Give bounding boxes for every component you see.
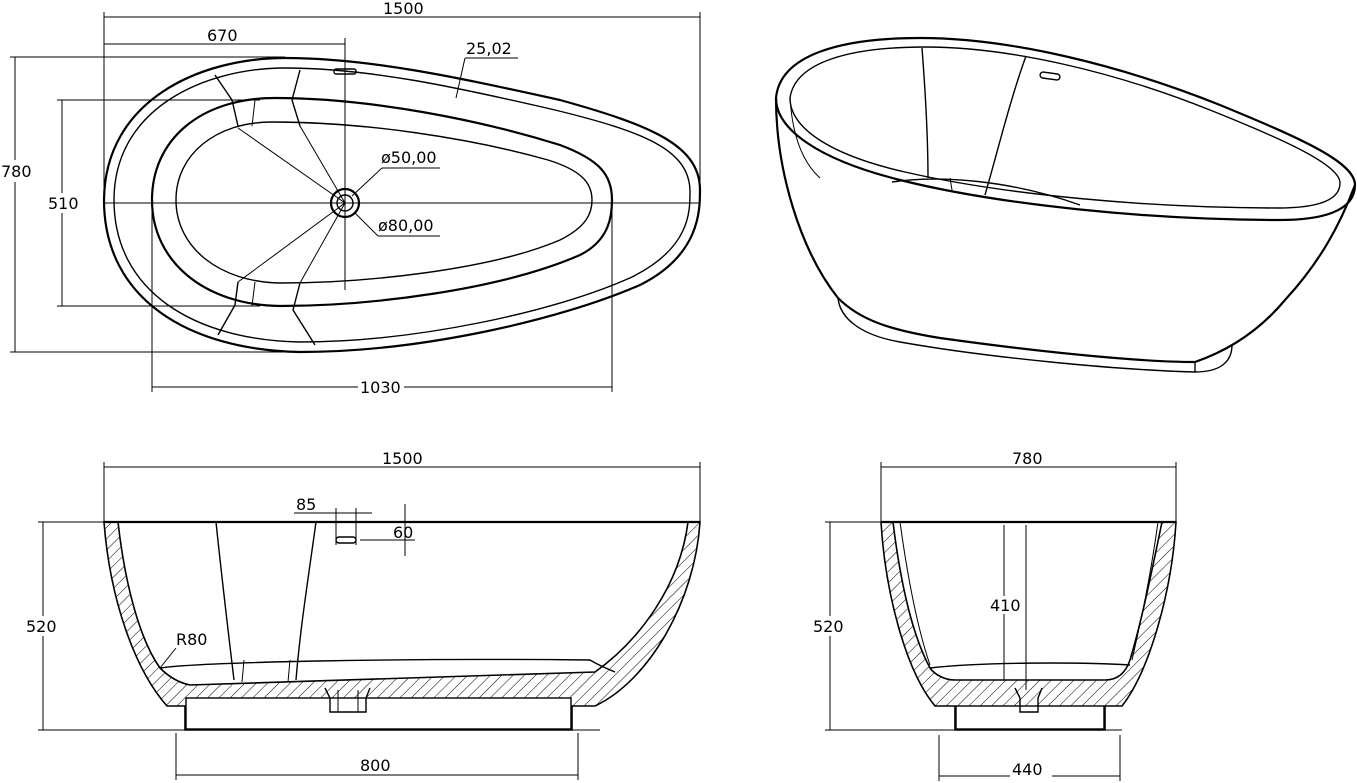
leader-line (455, 57, 466, 99)
top-view-basin-floor (175, 121, 593, 284)
label-mask (0, 160, 32, 182)
perspective-floor (949, 177, 953, 191)
top-view-radial-line (237, 127, 346, 204)
dim-top-inner-length: 1030 (360, 378, 401, 397)
dim-side-base: 800 (360, 756, 391, 775)
end-inner-wall (1131, 521, 1159, 661)
side-section-view: 1500 85 60 520 R80 800 (25, 449, 701, 780)
dim-drain-offset: 670 (207, 26, 238, 45)
dim-side-length: 1500 (382, 449, 423, 468)
side-base-cavity (185, 697, 572, 730)
top-view-panel-line (291, 69, 301, 127)
top-view-panel-line (251, 99, 256, 127)
side-panel-line (215, 521, 235, 681)
dim-end-base: 440 (1012, 760, 1043, 779)
end-inner-wall (899, 521, 931, 666)
end-section-wall (880, 521, 1177, 731)
perspective-panel-line (984, 55, 1027, 196)
leader-line (351, 167, 383, 197)
side-panel-line (287, 659, 291, 683)
top-view-basin-edge (150, 96, 614, 308)
dim-top-length: 1500 (383, 0, 424, 18)
perspective-view (774, 36, 1357, 373)
dim-overflow-height: 60 (393, 523, 413, 542)
perspective-outer-body (774, 97, 1357, 364)
perspective-overflow (1039, 71, 1061, 81)
dim-end-width: 780 (1012, 449, 1043, 468)
side-overflow (335, 536, 357, 544)
perspective-rim-outer (774, 36, 1357, 222)
top-view-panel-line (217, 281, 239, 336)
label-mask (358, 378, 404, 396)
dim-inner-radius: R80 (176, 630, 207, 649)
side-inner-floor (159, 658, 616, 673)
top-view-radial-line (299, 202, 346, 284)
top-view-outer-rim (102, 56, 702, 354)
dim-top-width: 780 (1, 162, 32, 181)
dim-end-depth: 410 (990, 596, 1021, 615)
top-view-panel-line (292, 282, 316, 346)
side-panel-line (241, 659, 245, 683)
label-mask (1010, 760, 1052, 780)
end-base-cavity (955, 705, 1105, 730)
dim-slope: 25,02 (466, 39, 512, 58)
side-panel-line (295, 521, 317, 681)
end-section-view: 780 410 520 440 (812, 449, 1177, 781)
label-mask (47, 193, 77, 213)
dim-end-height: 520 (813, 617, 844, 636)
dim-top-inner-width: 510 (48, 194, 79, 213)
side-drain (324, 687, 371, 713)
leader-line (159, 647, 177, 669)
label-mask (25, 616, 63, 636)
label-mask (812, 616, 850, 636)
dim-overflow-width: 85 (296, 495, 316, 514)
perspective-panel-line (921, 47, 929, 179)
perspective-floor (891, 178, 1081, 206)
end-drain (1014, 687, 1043, 713)
top-view: 1500 670 25,02 780 510 1030 ø50,00 ø80,0… (0, 0, 702, 397)
leader-line (353, 211, 379, 237)
top-view-rim-inner-edge (113, 67, 691, 343)
top-view-panel-line (251, 281, 256, 307)
label-mask (990, 596, 1020, 614)
perspective-inner-wall (789, 97, 821, 179)
dim-side-height: 520 (26, 617, 57, 636)
dim-drain-inner: ø50,00 (381, 148, 437, 167)
top-view-radial-line (237, 202, 346, 283)
end-inner-floor (929, 662, 1131, 669)
perspective-base (837, 297, 1233, 373)
perspective-rim-inner (789, 46, 1341, 209)
dim-drain-outer: ø80,00 (378, 216, 434, 235)
top-view-radial-line (299, 125, 346, 204)
